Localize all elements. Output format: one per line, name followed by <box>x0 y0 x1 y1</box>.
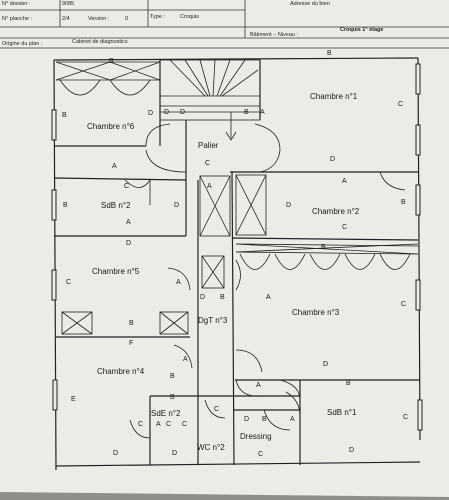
dossier-label: N° dossier : <box>2 1 31 7</box>
wall-letter: D <box>164 109 170 116</box>
wall-letter: B <box>63 202 68 209</box>
batiment-label: Bâtiment – Niveau : <box>250 32 298 38</box>
wall-letter: F <box>129 340 134 347</box>
wall-letter: B <box>327 50 332 57</box>
wall-letter: D <box>180 109 186 116</box>
room-chambre-4: Chambre n°4 <box>97 367 145 376</box>
type-label: Type : <box>150 14 165 20</box>
wall-letter: C <box>124 183 130 190</box>
wall-letter: D <box>126 240 132 247</box>
wall-letter: C <box>214 406 220 413</box>
address-label: Adresse du bien <box>290 1 330 7</box>
wall-letter: A <box>156 421 161 428</box>
wall-letter: C <box>398 101 404 108</box>
wall-letter: D <box>244 416 250 423</box>
windows <box>51 63 423 431</box>
closet-c6 <box>55 61 161 96</box>
wall-letter: D <box>148 110 154 117</box>
wall-letter: B <box>262 416 267 423</box>
wall-letter: D <box>286 202 292 209</box>
wall-letter: C <box>403 414 409 421</box>
wall-letter: B <box>129 320 134 327</box>
wall-letter: C <box>166 421 172 428</box>
room-sde-2: SdE n°2 <box>151 409 181 418</box>
room-chambre-2: Chambre n°2 <box>312 207 360 216</box>
wall-letter: A <box>260 109 265 116</box>
version-value: 0 <box>125 16 129 22</box>
room-sdb-2: SdB n°2 <box>101 201 131 210</box>
wall-letter: A <box>342 178 347 185</box>
origine-value: Cabinet de diagnostics <box>72 39 128 45</box>
wall-letter: C <box>258 451 264 458</box>
room-dressing: Dressing <box>240 432 272 441</box>
wall-letter: B <box>170 394 175 401</box>
wall-letter: D <box>323 361 329 368</box>
wall-letter: D <box>200 294 206 301</box>
wall-letter: D <box>113 450 119 457</box>
door-arcs <box>129 259 301 439</box>
wall-letter: B <box>109 58 114 65</box>
wall-letter: D <box>172 450 178 457</box>
wall-letter: C <box>342 224 348 231</box>
room-chambre-6: Chambre n°6 <box>87 122 135 131</box>
room-palier: Palier <box>198 141 219 150</box>
wall-letter: B <box>401 199 406 206</box>
wall-letter: A <box>176 279 181 286</box>
wall-letter: B <box>170 373 175 380</box>
wall-letter: B <box>244 109 249 116</box>
version-label: Version : <box>88 16 110 22</box>
planche-label: N° planche : <box>2 16 33 22</box>
wall-letter: C <box>66 279 72 286</box>
wall-letter: A <box>207 183 212 190</box>
dossier-value: 9085 <box>62 1 75 7</box>
origine-label: Origine du plan : <box>2 41 43 47</box>
planche-value: 2/4 <box>62 16 70 22</box>
wall-letter: D <box>174 202 180 209</box>
title-block <box>0 0 449 49</box>
wall-letter: A <box>126 219 131 226</box>
staircase <box>159 59 261 141</box>
palier-doors <box>124 123 406 205</box>
wall-letter: A <box>266 294 271 301</box>
wall-letter: C <box>182 421 188 428</box>
wall-letter: E <box>71 396 76 403</box>
room-chambre-5: Chambre n°5 <box>92 267 140 276</box>
wall-letter: B <box>220 294 225 301</box>
wall-letter: C <box>138 421 144 428</box>
room-sdb-1: SdB n°1 <box>327 408 357 417</box>
room-dgt-3: DgT n°3 <box>198 316 228 325</box>
wall-letter: C <box>205 160 211 167</box>
batiment-value: Croquis 1° étage <box>340 27 384 33</box>
room-wc-2: WC n°2 <box>197 443 225 452</box>
wall-letter: B <box>62 112 67 119</box>
type-value: Croquis <box>180 14 199 20</box>
room-chambre-1: Chambre n°1 <box>310 92 358 101</box>
wall-letter: D <box>330 156 336 163</box>
wall-letter: B <box>321 244 326 251</box>
wall-letter: A <box>290 416 295 423</box>
wall-letter: A <box>256 382 261 389</box>
closets <box>61 174 419 335</box>
wall-letter: C <box>401 301 407 308</box>
wall-letter: D <box>349 447 355 454</box>
wall-letter: B <box>346 380 351 387</box>
wall-letter: A <box>183 356 188 363</box>
wall-letter: A <box>112 163 117 170</box>
room-chambre-3: Chambre n°3 <box>292 308 340 317</box>
